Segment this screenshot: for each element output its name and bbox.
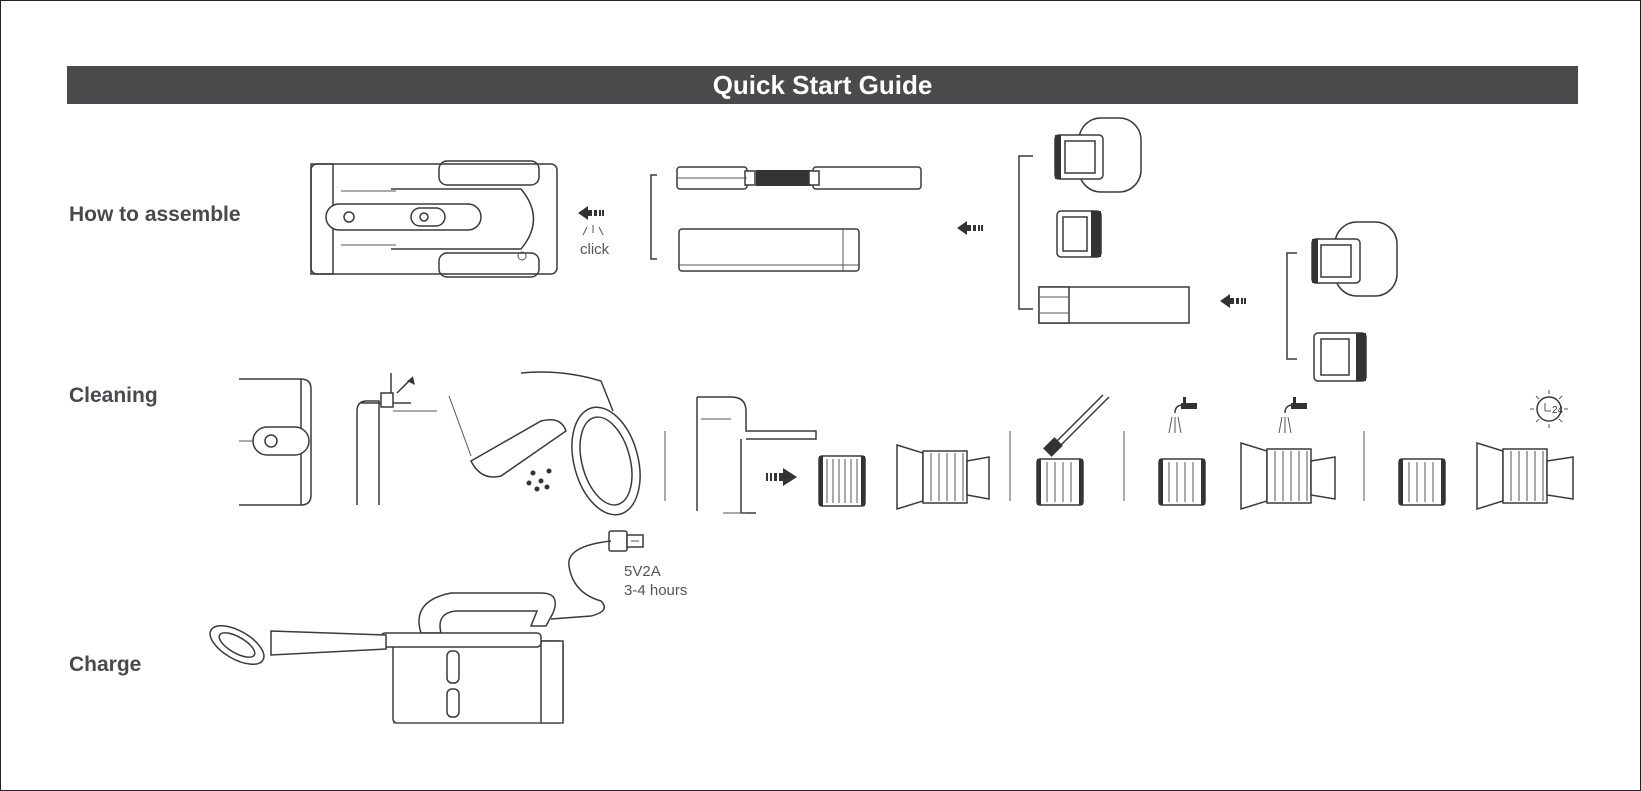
cyclone-filter-illustration <box>1241 443 1335 509</box>
arrow-left-icon <box>1220 294 1246 308</box>
vacuum-top-view-illustration <box>311 161 557 277</box>
arrow-right-icon <box>766 468 797 486</box>
dust-cup-open-illustration <box>449 372 651 522</box>
filter-cup-illustration <box>1057 211 1101 257</box>
filter-cartridge-illustration <box>1399 459 1445 505</box>
dust-cup-side-illustration <box>239 379 311 505</box>
filter-cartridge-illustration <box>1159 459 1205 505</box>
arrow-left-icon <box>957 221 983 235</box>
click-burst-icon <box>583 225 603 235</box>
cyclone-filter-illustration <box>897 445 989 509</box>
dry-time-badge: 24 <box>1552 405 1564 416</box>
charging-cable <box>551 541 611 619</box>
extension-tube-illustration <box>677 167 921 189</box>
crevice-tool-illustration <box>679 229 859 271</box>
brush-head-illustration <box>1055 118 1141 192</box>
usb-plug-icon <box>609 531 643 551</box>
filter-removal-illustration <box>697 397 816 513</box>
sun-clock-icon: 24 <box>1530 390 1568 428</box>
filter-cup-illustration <box>1314 333 1366 381</box>
hose-adapter-illustration <box>1039 287 1189 323</box>
faucet-icon <box>1169 397 1197 433</box>
brush-icon <box>1043 395 1109 457</box>
cyclone-filter-illustration <box>1477 443 1573 509</box>
release-latch-illustration <box>357 373 437 505</box>
brush-head-illustration <box>1312 222 1397 296</box>
faucet-icon <box>1279 397 1307 433</box>
vacuum-charging-illustration <box>204 593 563 723</box>
filter-cartridge-illustration <box>1037 459 1083 505</box>
filter-cartridge-illustration <box>819 456 865 506</box>
arrow-left-icon <box>578 206 604 220</box>
